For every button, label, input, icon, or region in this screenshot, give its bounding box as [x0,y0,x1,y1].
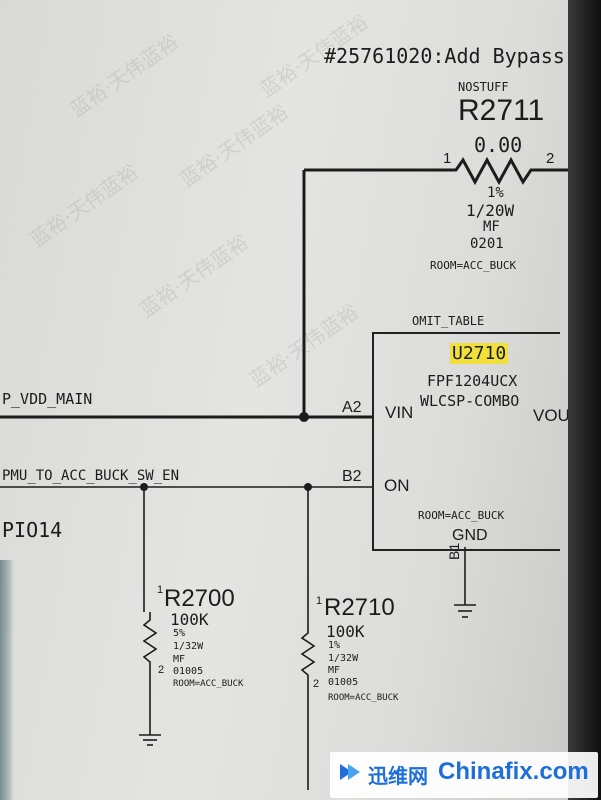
r2711-pin2: 2 [546,150,555,167]
r2710-ref: R2710 [324,594,395,621]
u2710-pin-vout: VOU [533,406,568,425]
r2700-type: MF [173,654,186,665]
monitor-screen: 蓝裕·天伟蓝裕 蓝裕·天伟蓝裕 蓝裕·天伟蓝裕 蓝裕·天伟蓝裕 蓝裕·天伟蓝裕 … [0,0,568,800]
r2710-package: 01005 [328,677,359,688]
r2711-ref: R2711 [458,94,545,127]
r2710-tolerance: 1% [328,640,341,651]
pin-number-b2: B2 [342,468,362,485]
u2710-pin-vin: VIN [385,403,414,422]
net-acc-buck-enable: PMU_TO_ACC_BUCK_SW_EN [2,468,180,484]
r2700-pin2: 2 [158,664,165,676]
r2710-value: 100K [326,622,365,641]
omit-table-label: OMIT_TABLE [412,314,485,328]
monitor-bezel-reflection [0,560,14,800]
r2710-power: 1/32W [328,653,359,664]
schematic-wiring [0,156,568,790]
u2710-part: FPF1204UCX [427,372,518,390]
nostuff-label: NOSTUFF [458,80,509,94]
r2711-room: ROOM=ACC_BUCK [430,259,517,272]
u2710-room: ROOM=ACC_BUCK [418,509,505,522]
logo-cn-text: 迅维网 [368,764,428,788]
r2710-pin1: 1 [316,595,323,607]
r2711-package: 0201 [470,236,504,252]
r2711-pin1: 1 [443,150,452,167]
logo-en-text: Chinafix.com [438,758,589,785]
r2711-value: 0.00 [474,133,523,157]
r2700-package: 01005 [173,666,204,677]
site-logo-badge [330,752,598,798]
r2711-type: MF [483,219,500,235]
u2710-ref: U2710 [450,343,509,364]
r2700-pin1: 1 [157,584,164,596]
net-gpio: PIO14 [2,518,63,542]
r2700-power: 1/32W [173,641,204,652]
r2710-pin2: 2 [313,678,320,690]
u2710-body [372,332,560,551]
net-vdd-main: P_VDD_MAIN [2,390,93,408]
pin-number-b1: B1 [446,542,462,560]
monitor-bezel [568,0,601,800]
r2711-tolerance: 1% [487,185,504,201]
r2711-power: 1/20W [466,201,515,220]
r2700-value: 100K [170,610,209,629]
r2710-room: ROOM=ACC_BUCK [328,693,399,703]
r2700-room: ROOM=ACC_BUCK [173,679,244,689]
u2710-package: WLCSP-COMBO [420,392,520,410]
chinafix-logo-icon [340,764,360,780]
u2710-pin-on: ON [384,476,410,495]
pin-number-a2: A2 [342,399,362,416]
u2710-pin-gnd: GND [452,527,488,544]
change-note: #25761020:Add Bypass 0 [324,44,568,68]
r2700-ref: R2700 [164,585,235,612]
r2700-tolerance: 5% [173,628,186,639]
r2710-type: MF [328,665,341,676]
